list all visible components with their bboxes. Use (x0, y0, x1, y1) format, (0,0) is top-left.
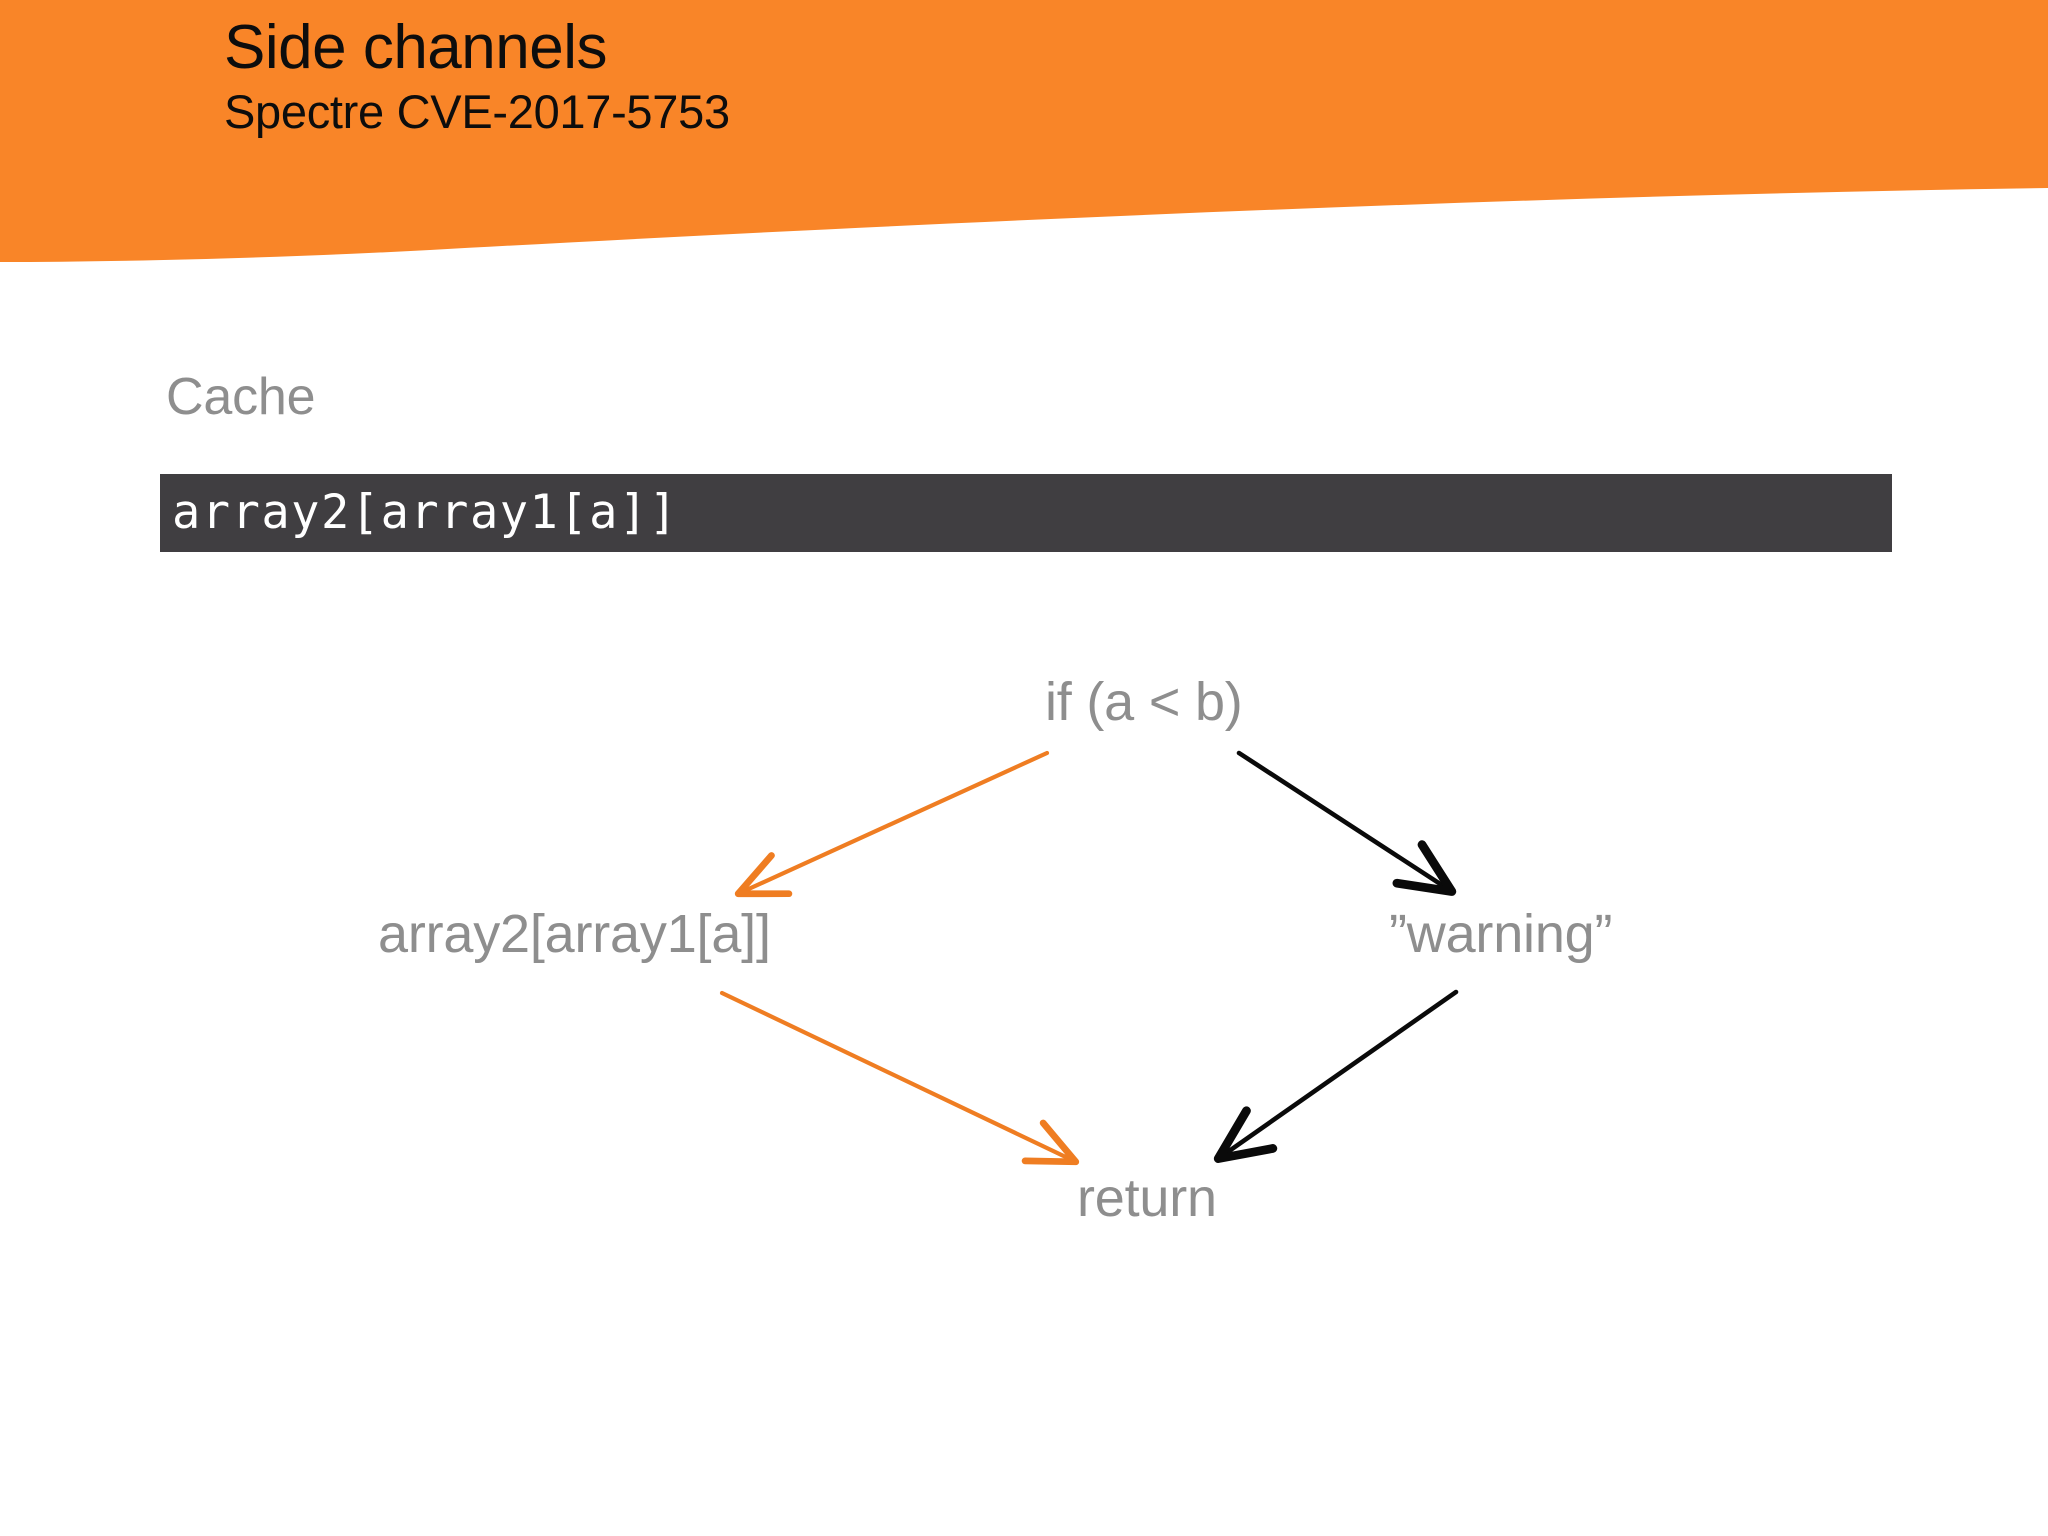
section-label-cache: Cache (166, 368, 316, 426)
header-band (0, 0, 2048, 280)
page-subtitle: Spectre CVE-2017-5753 (224, 85, 730, 138)
code-bar: array2[array1[a]] (160, 474, 1892, 552)
arrow-condition-to-true-branch (734, 750, 1050, 898)
arrow-true-branch-to-return (719, 990, 1080, 1166)
flow-arrow-layer (719, 750, 1459, 1166)
flow-node-condition: if (a < b) (1045, 672, 1243, 732)
flow-diagram: if (a < b) array2[array1[a]] ”warning” r… (0, 640, 2048, 1340)
header-curve-shape (0, 0, 2048, 262)
header-text-block: Side channels Spectre CVE-2017-5753 (224, 12, 730, 140)
flow-node-true-branch: array2[array1[a]] (378, 904, 771, 964)
arrow-false-branch-to-return (1213, 989, 1459, 1164)
arrow-condition-to-false-branch (1236, 750, 1457, 896)
flow-node-false-branch: ”warning” (1389, 904, 1613, 964)
code-bar-text: array2[array1[a]] (172, 485, 679, 540)
page-title: Side channels (224, 13, 607, 82)
flow-node-return: return (1077, 1168, 1217, 1228)
